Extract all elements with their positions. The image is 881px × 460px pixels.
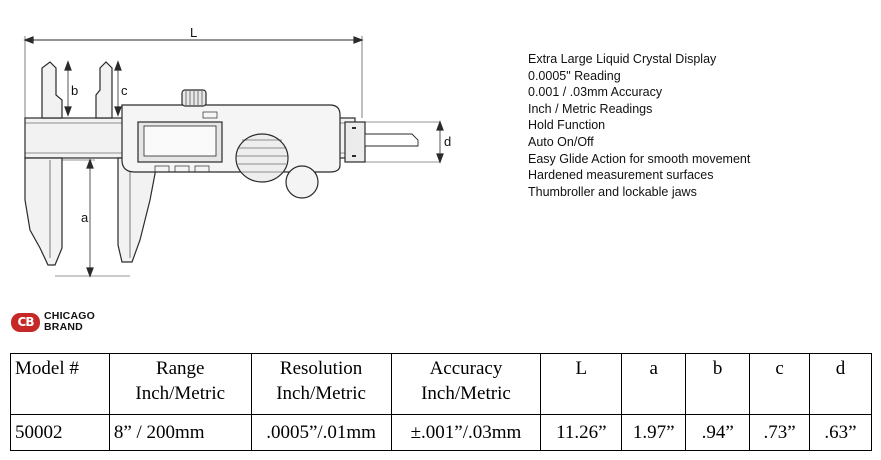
- cell-c: .73”: [749, 414, 811, 451]
- feature-item: Thumbroller and lockable jaws: [528, 184, 697, 199]
- cell-L: 11.26”: [540, 414, 623, 451]
- feature-item: 0.0005" Reading: [528, 68, 621, 83]
- cell-resolution: .0005”/.01mm: [250, 414, 392, 451]
- feature-item: Hold Function: [528, 118, 606, 133]
- cell-d: .63”: [809, 414, 872, 451]
- logo-text: CHICAGO BRAND: [44, 311, 95, 333]
- cell-accuracy: ±.001”/.03mm: [390, 414, 542, 451]
- dimension-label-L: L: [190, 25, 197, 40]
- feature-item: Extra Large Liquid Crystal Display: [528, 52, 717, 66]
- logo-line-2: BRAND: [44, 321, 83, 333]
- cell-range: 8” / 200mm: [108, 414, 252, 451]
- header-d: d: [809, 353, 872, 415]
- cell-a: 1.97”: [621, 414, 687, 451]
- table-row: 50002 8” / 200mm .0005”/.01mm ±.001”/.03…: [10, 414, 872, 451]
- feature-item: Auto On/Off: [528, 134, 594, 149]
- dimension-label-c: c: [121, 83, 128, 98]
- logo-badge: CB: [11, 313, 40, 332]
- cell-b: .94”: [685, 414, 751, 451]
- feature-item: Inch / Metric Readings: [528, 101, 653, 116]
- feature-item: Easy Glide Action for smooth movement: [528, 151, 751, 166]
- header-a: a: [621, 353, 687, 415]
- dimension-label-a: a: [81, 210, 89, 225]
- cell-model: 50002: [10, 414, 110, 451]
- dimension-label-b: b: [71, 83, 78, 98]
- header-L: L: [540, 353, 623, 415]
- feature-list: Extra Large Liquid Crystal Display 0.000…: [528, 51, 750, 200]
- feature-item: Hardened measurement surfaces: [528, 168, 714, 183]
- header-model: Model #: [10, 353, 110, 415]
- caliper-diagram: L b c d a: [23, 25, 451, 278]
- logo-line-1: CHICAGO: [44, 310, 95, 322]
- dimension-label-d: d: [444, 134, 451, 149]
- header-c: c: [749, 353, 811, 415]
- header-b: b: [685, 353, 751, 415]
- feature-item: 0.001 / .03mm Accuracy: [528, 85, 663, 100]
- chicago-brand-logo: CB CHICAGO BRAND: [11, 311, 111, 335]
